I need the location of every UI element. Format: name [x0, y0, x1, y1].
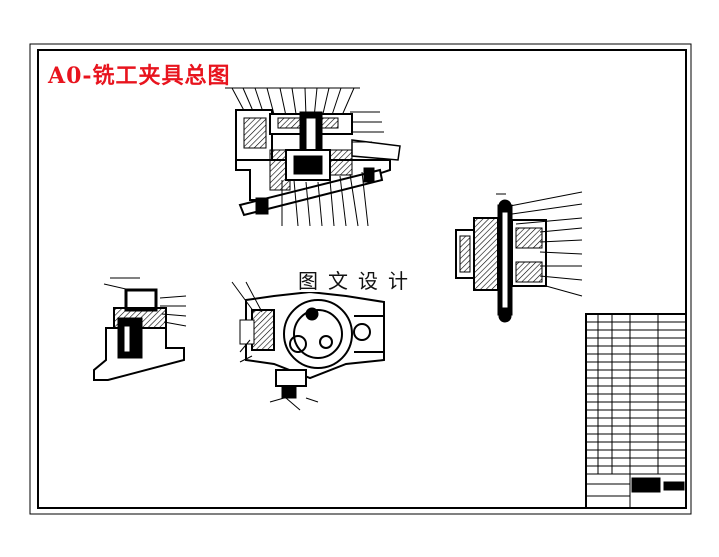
drawing-title: A0-铣工夹具总图 — [48, 63, 231, 89]
leader-lines-bottom — [281, 171, 369, 227]
title-block — [585, 313, 687, 509]
small-part-section — [93, 277, 187, 381]
title-block-rows — [586, 321, 686, 475]
watermark-text: 图文设计 — [298, 269, 418, 293]
outer-frame — [29, 43, 692, 515]
inner-frame — [37, 49, 687, 509]
side-leaders — [496, 191, 583, 297]
top-plan-view — [231, 281, 385, 411]
side-section-view — [455, 191, 583, 323]
watermark-backdrop — [290, 252, 430, 292]
main-section-view — [225, 87, 401, 227]
